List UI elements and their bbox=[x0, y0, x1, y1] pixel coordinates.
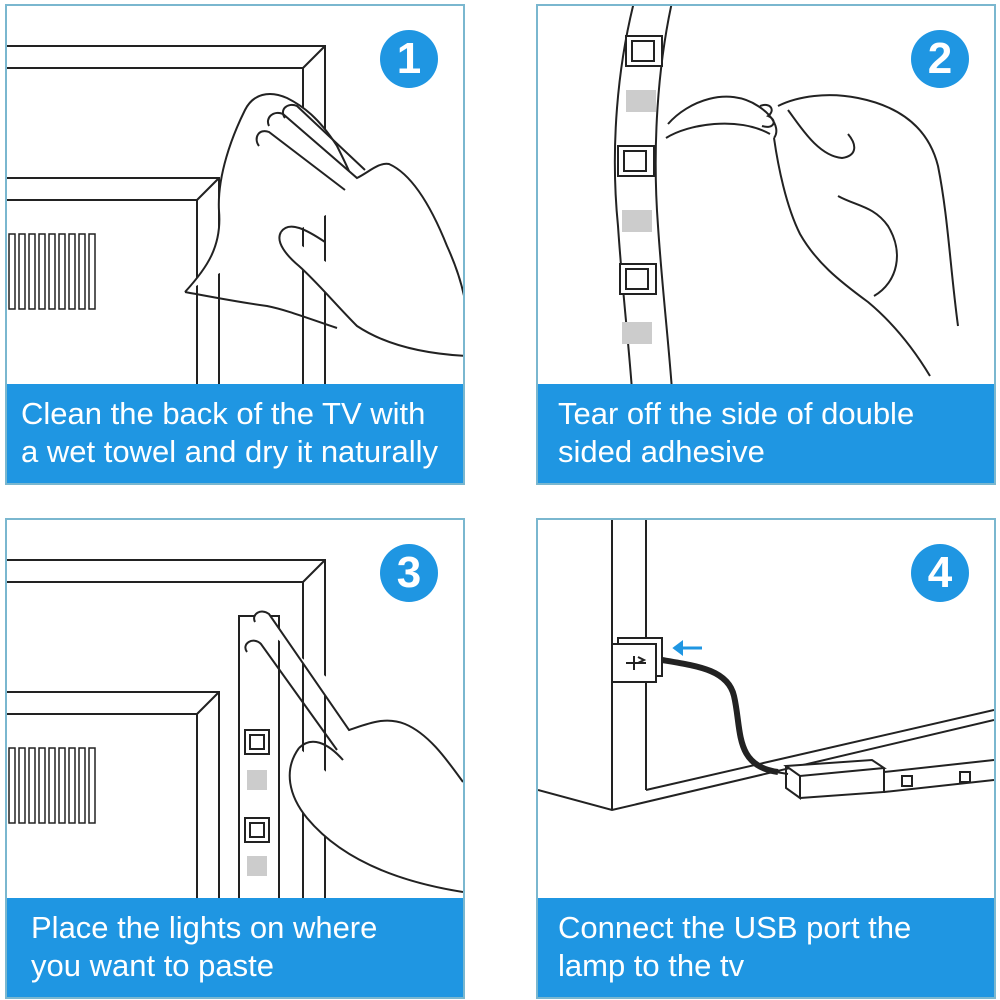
step-4-panel: 4 Connect the USB port the lamp to the t… bbox=[536, 518, 996, 999]
step-2-panel: 2 Tear off the side of double sided adhe… bbox=[536, 4, 996, 485]
step-2-illustration bbox=[538, 6, 994, 386]
step-2-number-badge: 2 bbox=[911, 30, 969, 88]
step-1-panel: 1 Clean the back of the TV with a wet to… bbox=[5, 4, 465, 485]
step-1-number-badge: 1 bbox=[380, 30, 438, 88]
step-1-caption: Clean the back of the TV with a wet towe… bbox=[7, 384, 463, 483]
step-4-caption: Connect the USB port the lamp to the tv bbox=[538, 898, 994, 997]
step-3-illustration bbox=[7, 520, 463, 900]
step-4-illustration bbox=[538, 520, 994, 900]
step-3-caption: Place the lights on where you want to pa… bbox=[7, 898, 463, 997]
step-3-number-badge: 3 bbox=[380, 544, 438, 602]
step-3-panel: 3 Place the lights on where you want to … bbox=[5, 518, 465, 999]
step-2-caption: Tear off the side of double sided adhesi… bbox=[538, 384, 994, 483]
step-1-illustration bbox=[7, 6, 463, 386]
step-4-number-badge: 4 bbox=[911, 544, 969, 602]
